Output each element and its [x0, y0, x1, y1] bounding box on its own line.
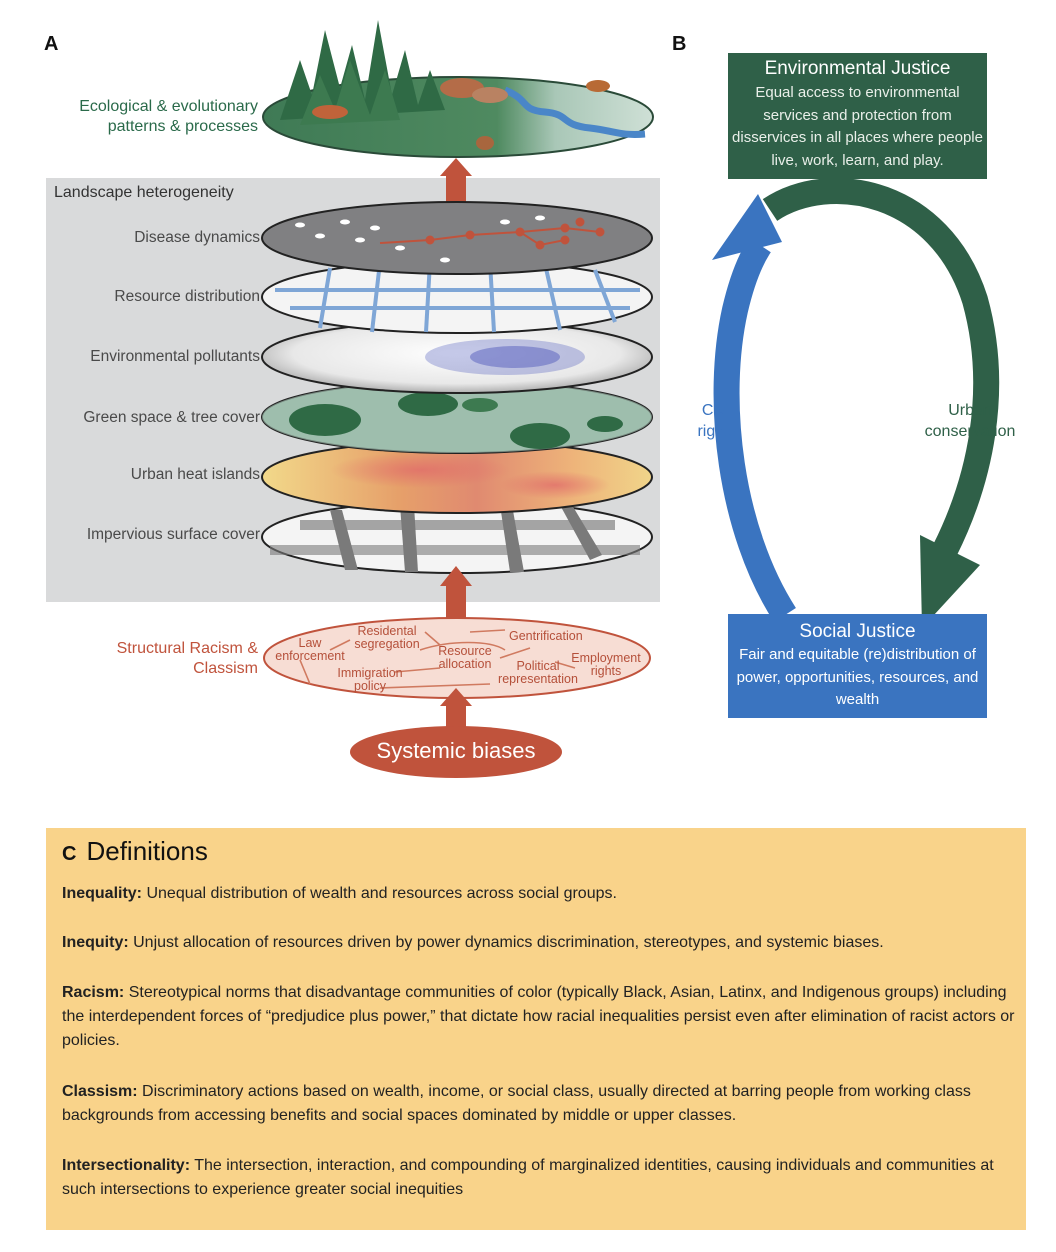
social-justice-box: Social Justice Fair and equitable (re)di… — [728, 614, 987, 718]
impervious-surface-disk — [261, 500, 653, 574]
resource-distribution-disk — [261, 260, 653, 334]
definitions-heading: C Definitions — [62, 836, 208, 867]
environmental-justice-box: Environmental Justice Equal access to en… — [728, 53, 987, 179]
definition-term: Intersectionality: — [62, 1157, 191, 1174]
node-law-enforcement: Law enforcement — [275, 636, 345, 663]
node-resource-allocation: Resource allocation — [438, 644, 492, 671]
definition-text: The intersection, interaction, and compo… — [62, 1157, 994, 1198]
civil-rights-arrowhead — [712, 194, 782, 260]
structural-racism-label: Structural Racism & Classism — [116, 640, 258, 677]
definition-term: Inequality: — [62, 885, 143, 902]
definition-classism: Classism: Discriminatory actions based o… — [62, 1080, 1022, 1128]
node-residential-segregation: Residental segregation — [354, 624, 420, 651]
definition-intersectionality: Intersectionality: The intersection, int… — [62, 1154, 1022, 1202]
definition-term: Classism: — [62, 1083, 138, 1100]
definition-text: Stereotypical norms that disadvantage co… — [62, 984, 1015, 1049]
justice-loop — [712, 178, 1000, 628]
panel-label-c: C — [62, 843, 77, 865]
ecological-disk — [262, 20, 654, 158]
urban-conservation-label: Urban conservation — [924, 402, 1016, 440]
layer-label-green-space: Green space & tree cover — [83, 409, 260, 426]
panel-label-b: B — [672, 33, 687, 55]
layer-label-resource: Resource distribution — [114, 288, 260, 305]
disease-dynamics-disk — [261, 201, 653, 275]
structural-racism-disk — [263, 617, 651, 699]
definition-text: Unequal distribution of wealth and resou… — [146, 885, 617, 902]
node-gentrification: Gentrification — [509, 629, 583, 643]
civil-rights-arc — [713, 237, 796, 623]
landscape-heterogeneity-title: Landscape heterogeneity — [54, 184, 234, 201]
urban-heat-islands-disk — [261, 440, 653, 514]
civil-rights-label: Civil rights — [697, 402, 737, 440]
node-employment-rights: Employment rights — [571, 651, 641, 678]
panel-a-diagram — [261, 20, 654, 778]
layer-label-disease: Disease dynamics — [134, 229, 260, 246]
systemic-biases-oval — [350, 726, 562, 778]
definition-text: Unjust allocation of resources driven by… — [133, 934, 884, 951]
node-political-representation: Political representation — [498, 659, 578, 686]
systemic-biases-label: Systemic biases — [376, 738, 536, 763]
urban-conservation-arc — [762, 178, 1000, 556]
green-space-disk — [261, 380, 653, 454]
social-justice-title: Social Justice — [799, 621, 916, 642]
environmental-justice-description: Equal access to environmental services a… — [732, 84, 983, 169]
layer-label-pollutants: Environmental pollutants — [90, 348, 260, 365]
environmental-justice-title: Environmental Justice — [764, 58, 951, 79]
layer-label-heat-islands: Urban heat islands — [130, 466, 260, 483]
definition-term: Racism: — [62, 984, 125, 1001]
node-immigration-policy: Immigration policy — [337, 666, 403, 693]
definitions-panel: C Definitions Inequality: Unequal distrib… — [46, 828, 1026, 1230]
definition-text: Discriminatory actions based on wealth, … — [62, 1083, 971, 1124]
layer-label-impervious: Impervious surface cover — [86, 526, 260, 543]
definition-term: Inequity: — [62, 934, 129, 951]
urban-conservation-arrowhead — [920, 535, 980, 628]
environmental-pollutants-disk — [261, 320, 653, 394]
definition-inequality: Inequality: Unequal distribution of weal… — [62, 882, 1022, 906]
definition-racism: Racism: Stereotypical norms that disadva… — [62, 981, 1022, 1053]
ecological-label: Ecological & evolutionary patterns & pro… — [79, 98, 258, 135]
social-justice-description: Fair and equitable (re)distribution of p… — [736, 646, 979, 708]
panel-label-a: A — [44, 33, 59, 55]
definition-inequity: Inequity: Unjust allocation of resources… — [62, 931, 1022, 955]
definitions-title: Definitions — [86, 836, 208, 866]
